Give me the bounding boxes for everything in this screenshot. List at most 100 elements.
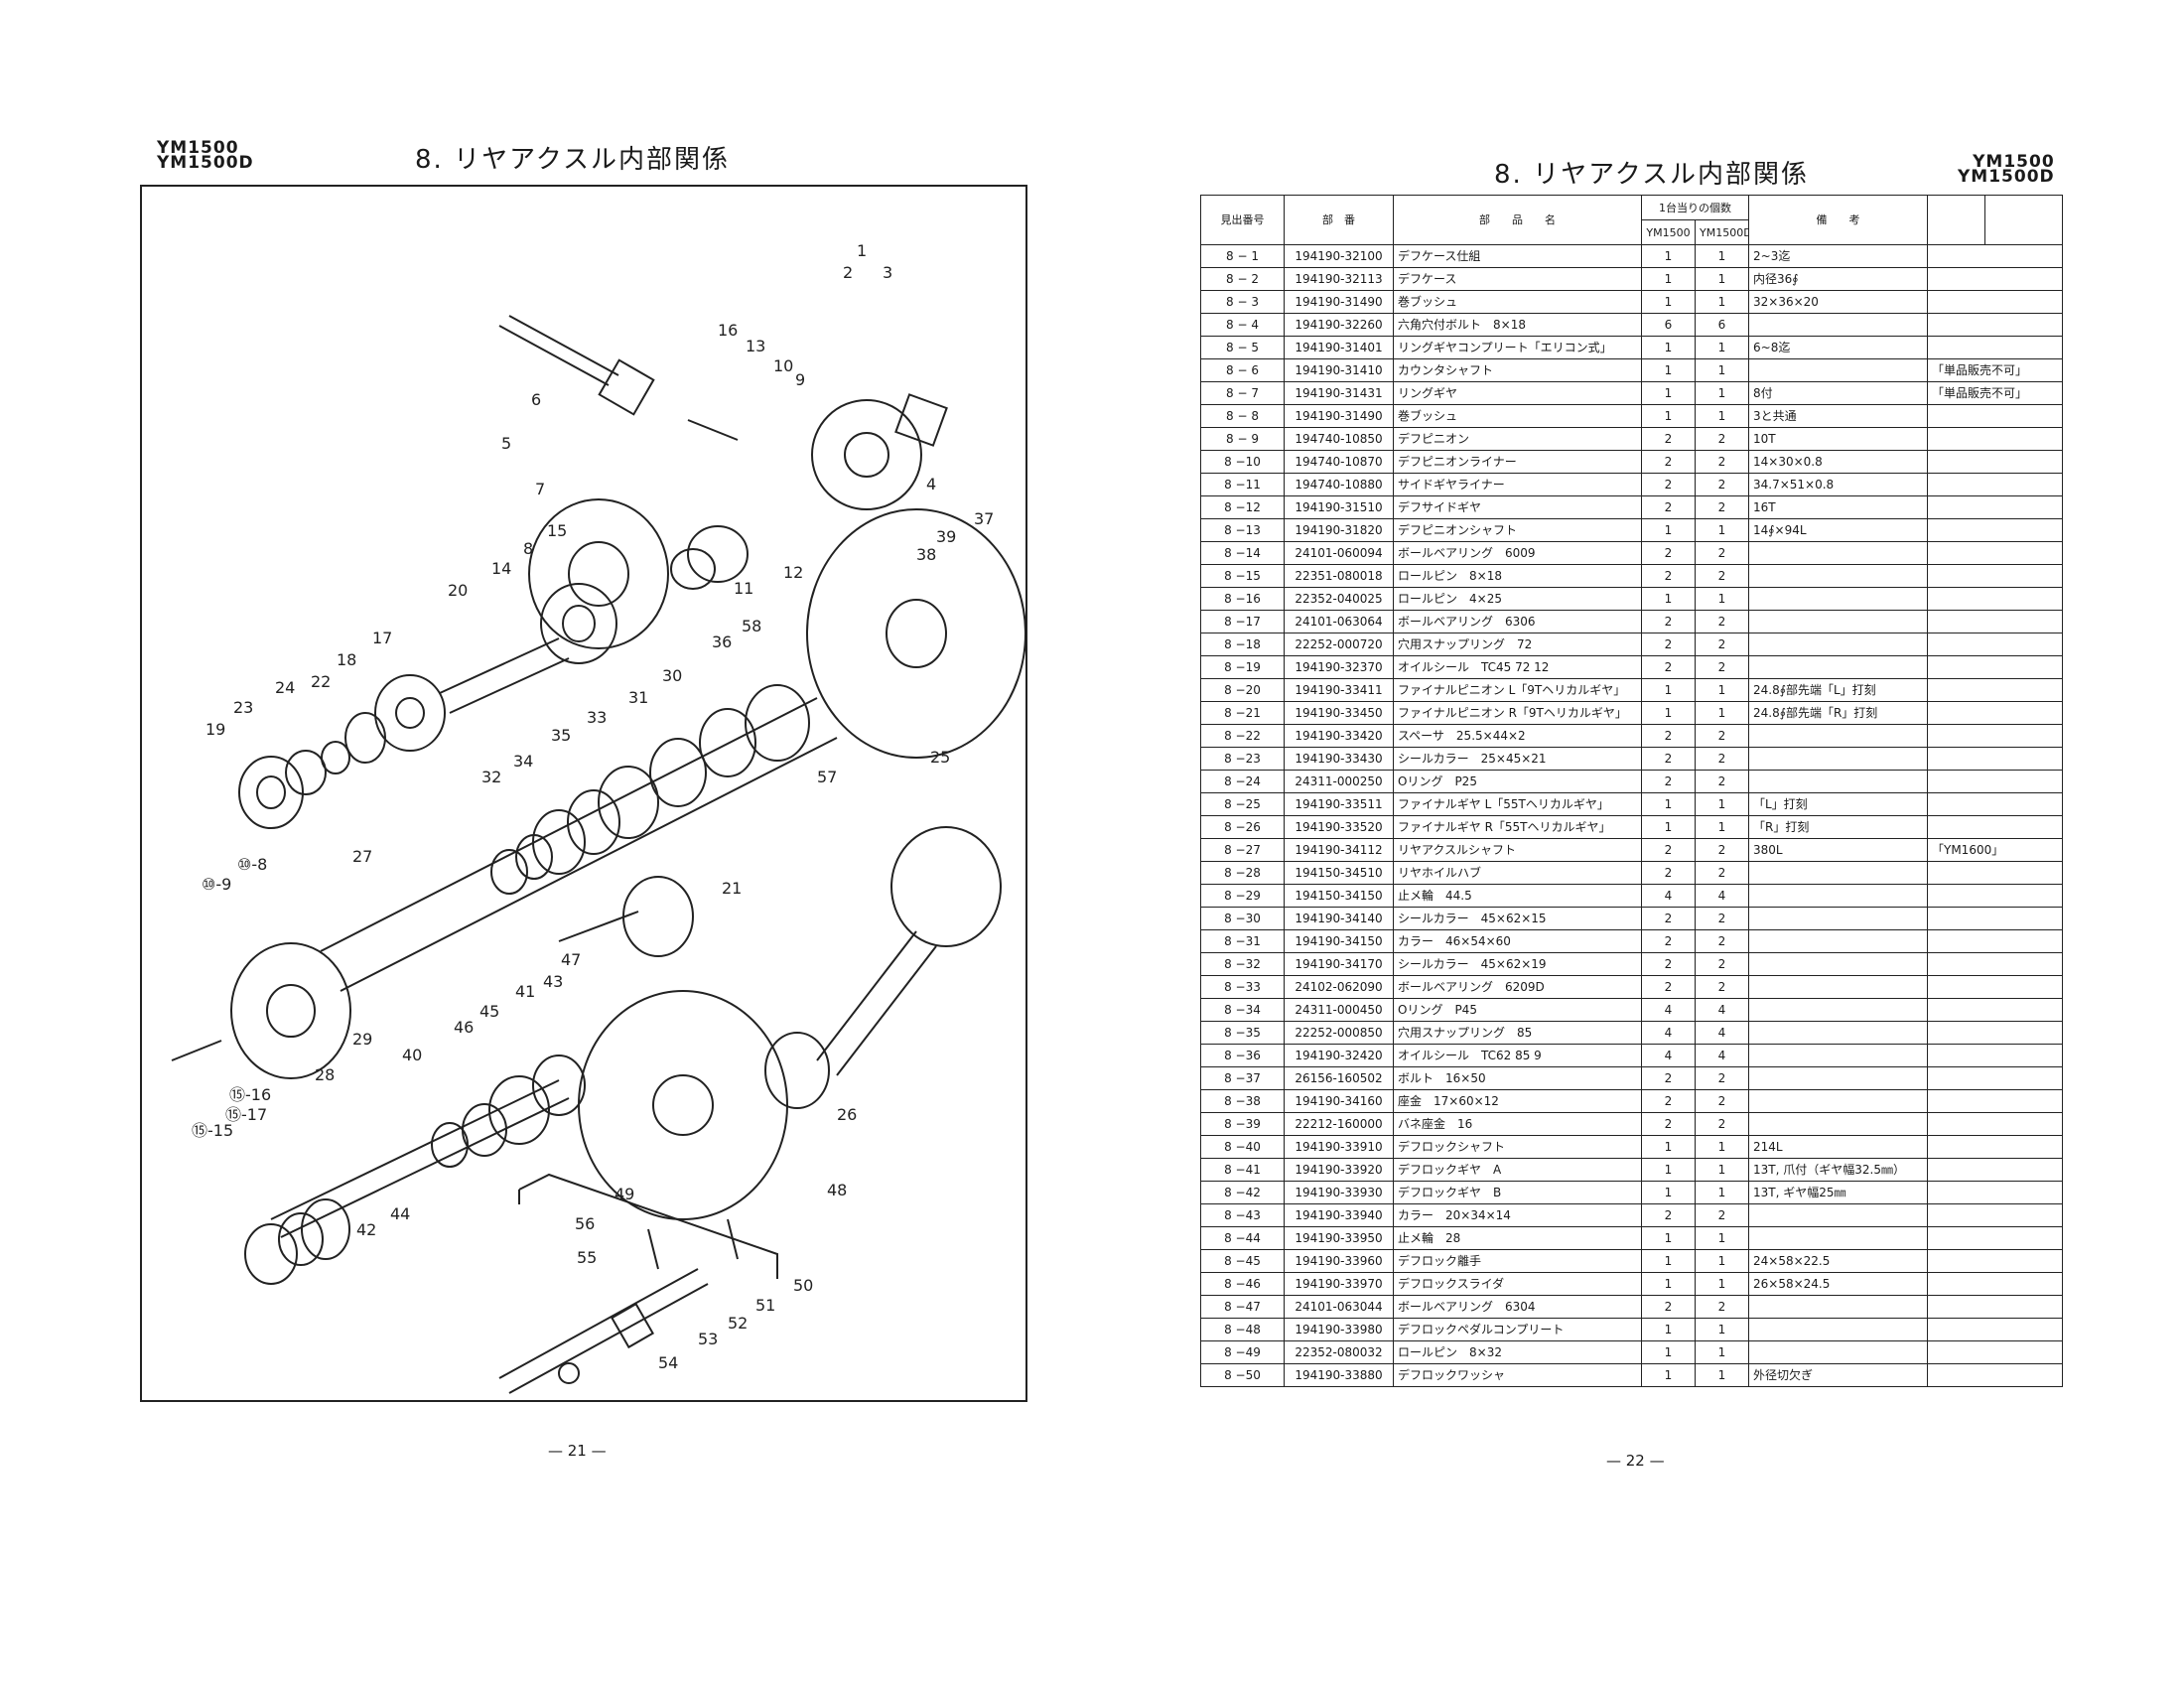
row-qty-ym1500: 2 bbox=[1641, 495, 1696, 519]
row-qty-ym1500d: 2 bbox=[1695, 907, 1749, 930]
row-part-number: 194190-31431 bbox=[1284, 381, 1394, 405]
callout-15-16: ⑮-16 bbox=[229, 1085, 271, 1104]
row-qty-ym1500: 1 bbox=[1641, 358, 1696, 382]
row-remarks: 26×58×24.5 bbox=[1748, 1272, 1928, 1296]
callout-31: 31 bbox=[628, 688, 648, 707]
row-ref: 8 −15 bbox=[1200, 564, 1285, 588]
row-qty-ym1500: 1 bbox=[1641, 792, 1696, 816]
row-remarks: 外径切欠ぎ bbox=[1748, 1363, 1928, 1387]
row-ref: 8 −30 bbox=[1200, 907, 1285, 930]
row-remarks: 24×58×22.5 bbox=[1748, 1249, 1928, 1273]
row-qty-ym1500d: 2 bbox=[1695, 450, 1749, 474]
row-remarks: 16T bbox=[1748, 495, 1928, 519]
row-qty-ym1500d: 1 bbox=[1695, 336, 1749, 359]
row-qty-ym1500d: 1 bbox=[1695, 792, 1749, 816]
row-part-name: デフピニオン bbox=[1393, 427, 1642, 451]
callout-18: 18 bbox=[337, 650, 356, 669]
callout-36: 36 bbox=[712, 633, 732, 651]
row-part-name: 止メ輪 28 bbox=[1393, 1226, 1642, 1250]
row-part-number: 194190-33970 bbox=[1284, 1272, 1394, 1296]
header-remarks: 備 考 bbox=[1748, 195, 1928, 245]
callout-15-17: ⑮-17 bbox=[225, 1105, 267, 1124]
row-qty-ym1500d: 2 bbox=[1695, 724, 1749, 748]
row-remarks bbox=[1748, 724, 1928, 748]
row-remarks-note bbox=[1927, 473, 2063, 496]
callout-3: 3 bbox=[883, 263, 892, 282]
row-remarks bbox=[1748, 1044, 1928, 1067]
row-part-name: リヤアクスルシャフト bbox=[1393, 838, 1642, 862]
callout-47: 47 bbox=[561, 950, 581, 969]
callout-26: 26 bbox=[837, 1105, 857, 1124]
row-qty-ym1500: 1 bbox=[1641, 1158, 1696, 1182]
callout-45: 45 bbox=[479, 1002, 499, 1021]
row-remarks-note: 「単品販売不可」 bbox=[1927, 358, 2063, 382]
row-part-name: シールカラー 45×62×19 bbox=[1393, 952, 1642, 976]
row-remarks: 14∮×94L bbox=[1748, 518, 1928, 542]
row-part-name: デフロックシャフト bbox=[1393, 1135, 1642, 1159]
row-ref: 8 −34 bbox=[1200, 998, 1285, 1022]
callout-10-9: ⑩-9 bbox=[202, 875, 231, 894]
callout-15: 15 bbox=[547, 521, 567, 540]
row-remarks-note bbox=[1927, 724, 2063, 748]
row-qty-ym1500d: 1 bbox=[1695, 678, 1749, 702]
row-remarks-note bbox=[1927, 1158, 2063, 1182]
row-qty-ym1500d: 1 bbox=[1695, 1272, 1749, 1296]
row-part-number: 194190-31401 bbox=[1284, 336, 1394, 359]
row-qty-ym1500: 2 bbox=[1641, 861, 1696, 885]
row-qty-ym1500d: 4 bbox=[1695, 884, 1749, 908]
callout-52: 52 bbox=[728, 1314, 748, 1333]
callout-7: 7 bbox=[535, 480, 545, 498]
row-remarks bbox=[1748, 1021, 1928, 1045]
row-part-number: 194190-34140 bbox=[1284, 907, 1394, 930]
row-remarks bbox=[1748, 998, 1928, 1022]
row-remarks-note bbox=[1927, 518, 2063, 542]
row-qty-ym1500d: 2 bbox=[1695, 975, 1749, 999]
row-qty-ym1500: 2 bbox=[1641, 655, 1696, 679]
row-ref: 8 −29 bbox=[1200, 884, 1285, 908]
row-part-number: 194190-34150 bbox=[1284, 929, 1394, 953]
row-part-name: カラー 46×54×60 bbox=[1393, 929, 1642, 953]
callout-28: 28 bbox=[315, 1065, 335, 1084]
callout-57: 57 bbox=[817, 768, 837, 786]
row-remarks: 14×30×0.8 bbox=[1748, 450, 1928, 474]
row-part-number: 24102-062090 bbox=[1284, 975, 1394, 999]
callout-38: 38 bbox=[916, 545, 936, 564]
row-qty-ym1500: 2 bbox=[1641, 770, 1696, 793]
row-part-name: 六角穴付ボルト 8×18 bbox=[1393, 313, 1642, 337]
row-part-name: ファイナルピニオン R「9Tヘリカルギヤ」 bbox=[1393, 701, 1642, 725]
left-page-number: — 21 — bbox=[548, 1442, 607, 1460]
callout-1: 1 bbox=[857, 241, 867, 260]
row-remarks: 6~8迄 bbox=[1748, 336, 1928, 359]
row-qty-ym1500d: 1 bbox=[1695, 1181, 1749, 1204]
row-part-number: 22352-040025 bbox=[1284, 587, 1394, 611]
callout-48: 48 bbox=[827, 1181, 847, 1199]
row-remarks bbox=[1748, 313, 1928, 337]
callout-6: 6 bbox=[531, 390, 541, 409]
row-part-number: 194740-10850 bbox=[1284, 427, 1394, 451]
row-part-number: 194190-33960 bbox=[1284, 1249, 1394, 1273]
callout-8: 8 bbox=[523, 539, 533, 558]
model-line-2: YM1500D bbox=[1958, 167, 2055, 187]
row-qty-ym1500d: 2 bbox=[1695, 1295, 1749, 1319]
row-ref: 8 −22 bbox=[1200, 724, 1285, 748]
row-qty-ym1500d: 2 bbox=[1695, 1066, 1749, 1090]
callout-40: 40 bbox=[402, 1046, 422, 1064]
row-part-number: 194190-32113 bbox=[1284, 267, 1394, 291]
row-remarks-note bbox=[1927, 313, 2063, 337]
row-qty-ym1500d: 2 bbox=[1695, 861, 1749, 885]
row-part-name: オイルシール TC62 85 9 bbox=[1393, 1044, 1642, 1067]
row-qty-ym1500: 2 bbox=[1641, 564, 1696, 588]
row-qty-ym1500d: 2 bbox=[1695, 929, 1749, 953]
